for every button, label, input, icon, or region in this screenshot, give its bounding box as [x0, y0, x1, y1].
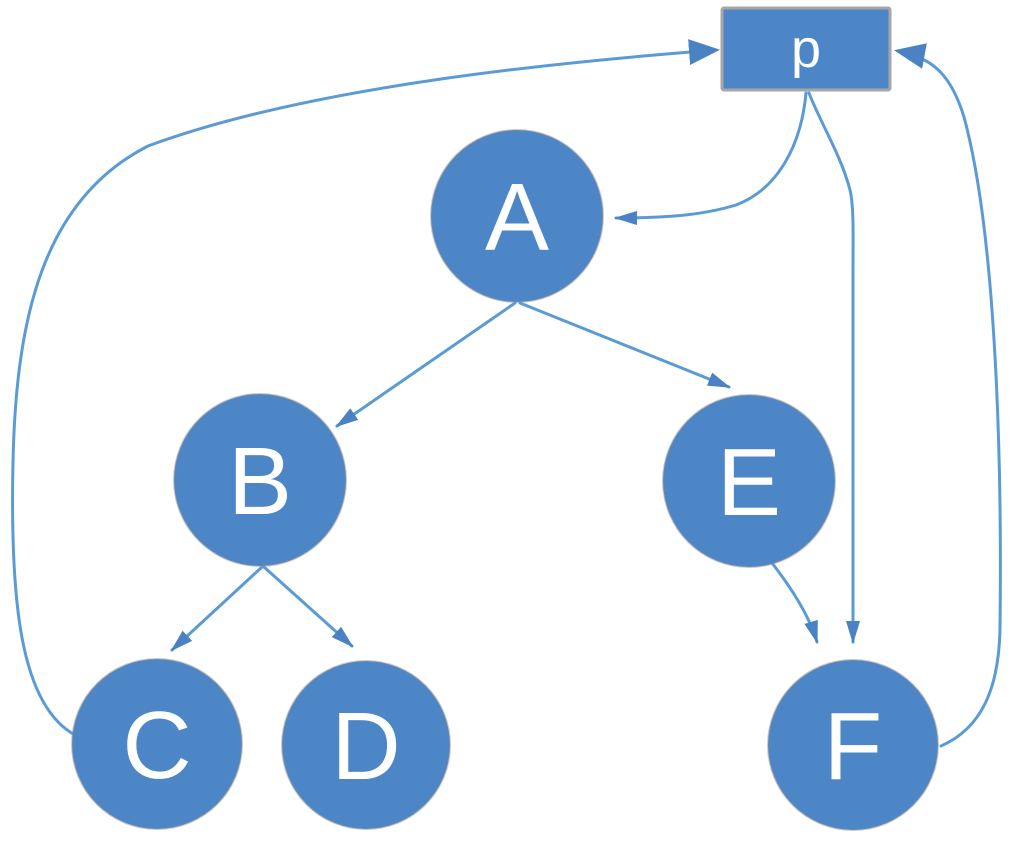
- node-d: D: [281, 660, 451, 830]
- node-d-label: D: [331, 693, 400, 800]
- edge-a-to-b: [335, 301, 517, 428]
- node-f-label: F: [824, 693, 883, 800]
- node-a: A: [430, 129, 604, 303]
- node-e-circle: [662, 394, 836, 568]
- node-d-circle: [281, 660, 451, 830]
- edge-p-to-f: [807, 91, 860, 644]
- node-e: E: [662, 394, 836, 568]
- edge-c-to-p: [11, 39, 720, 737]
- node-b-circle: [173, 393, 347, 567]
- node-c-circle: [71, 658, 243, 830]
- edge-b-to-d: [262, 565, 354, 648]
- pointer-box: [720, 6, 892, 92]
- node-f: F: [767, 659, 939, 831]
- node-f-circle: [767, 659, 939, 831]
- node-c-label: C: [122, 692, 191, 799]
- node-a-circle: [430, 129, 604, 303]
- edge-p-to-a: [614, 91, 808, 225]
- node-b-label: B: [228, 428, 292, 535]
- node-c: C: [71, 658, 243, 830]
- edge-a-to-e: [518, 301, 731, 389]
- edge-layer: [11, 39, 1002, 748]
- node-e-label: E: [717, 429, 781, 536]
- node-p-label: p: [791, 19, 821, 79]
- edge-e-to-f: [770, 561, 819, 644]
- node-p: p: [720, 6, 892, 92]
- edge-b-to-c: [170, 565, 264, 652]
- node-a-label: A: [485, 164, 549, 271]
- node-b: B: [173, 393, 347, 567]
- edge-f-to-p: [894, 43, 1002, 748]
